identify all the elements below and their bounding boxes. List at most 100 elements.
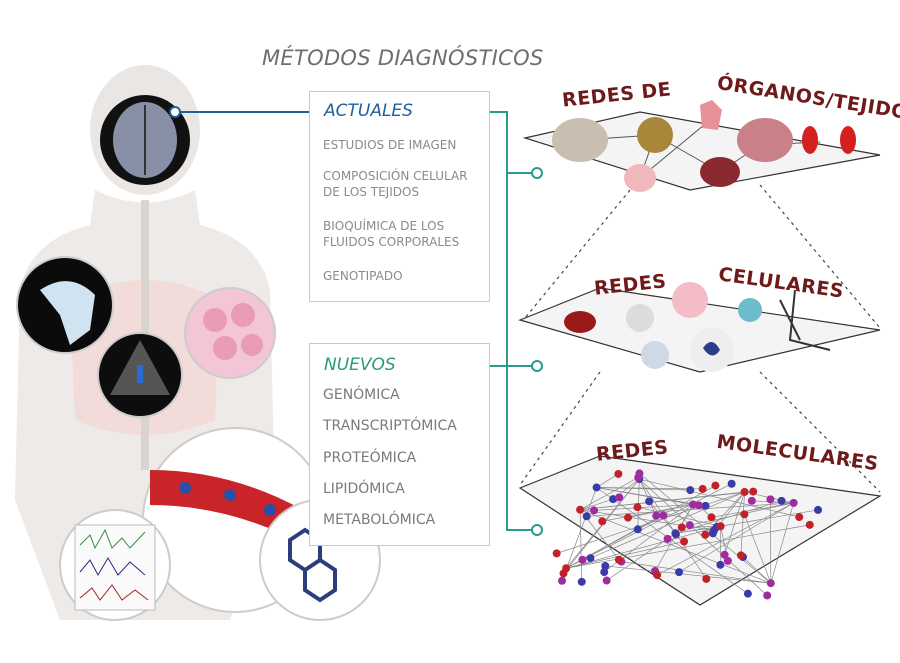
tissue-histology-image: [184, 287, 276, 379]
molecule-edge: [579, 509, 771, 584]
page-title: MÉTODOS DIAGNÓSTICOS: [262, 46, 544, 70]
molecule-node: [763, 591, 772, 600]
molecule-node: [686, 486, 695, 495]
current-method-item: BIOQUÍMICA DE LOS FLUIDOS CORPORALES: [323, 219, 460, 249]
molecule-node: [659, 511, 668, 520]
molecule-edge: [621, 561, 771, 584]
molecule-node: [586, 554, 595, 563]
molecule-node: [558, 576, 567, 585]
molecule-edge: [740, 491, 745, 556]
molecule-node: [723, 556, 732, 565]
cells-network-plane: [518, 287, 881, 373]
current-connector-dot: [169, 106, 181, 118]
cell-icons: [564, 282, 831, 372]
molecule-node: [777, 496, 786, 505]
molecule-node: [707, 513, 716, 522]
current-method-item: GENOTIPADO: [323, 269, 403, 283]
molecule-node: [749, 487, 758, 496]
molecule-node: [716, 560, 725, 569]
molecule-node: [624, 513, 633, 522]
current-methods-box: [309, 91, 490, 302]
molecule-node: [552, 549, 561, 558]
current-method-item: COMPOSICIÓN CELULAR DE LOS TEJIDOS: [323, 169, 468, 199]
molecule-edge: [627, 504, 694, 518]
molecule-node: [590, 506, 599, 515]
molecule-edge: [594, 504, 694, 511]
molecule-edge: [638, 478, 676, 534]
chromatogram-image: [59, 509, 171, 621]
molecule-node: [766, 495, 775, 504]
molecule-node: [708, 529, 717, 538]
new-methods-heading: NUEVOS: [322, 355, 398, 375]
molecule-edge: [638, 478, 657, 516]
molecule-edge: [724, 491, 745, 555]
molecule-node: [740, 487, 749, 496]
molecule-node: [701, 501, 710, 510]
molecule-node: [736, 551, 745, 560]
molecule-node: [614, 469, 623, 478]
molecule-node: [653, 571, 662, 580]
molecule-node: [576, 505, 585, 514]
molecule-edge: [596, 473, 619, 488]
new-method-item: GENÓMICA: [323, 387, 400, 403]
molecule-edge: [744, 514, 772, 584]
molecule-edge: [639, 473, 772, 584]
molecule-node: [592, 483, 601, 492]
molecule-edge: [596, 487, 694, 505]
brain-mri-image: [100, 95, 190, 185]
molecule-node: [598, 517, 607, 526]
molecule-edge: [579, 477, 639, 511]
current-methods-heading: ACTUALES: [322, 101, 415, 121]
molecule-node: [720, 550, 729, 559]
molecule-edge: [565, 483, 732, 569]
molecule-edge: [605, 565, 771, 584]
molecule-node: [600, 568, 609, 577]
molecule-edge: [596, 487, 691, 491]
molecule-node: [747, 496, 756, 505]
molecule-node: [671, 529, 680, 538]
molecule-node: [609, 495, 618, 504]
molecule-node: [805, 520, 814, 529]
molecule-edge: [590, 491, 745, 559]
molecule-edge: [606, 533, 676, 581]
molecule-node: [602, 576, 611, 585]
new-method-item: TRANSCRIPTÓMICA: [323, 418, 457, 434]
molecule-node: [716, 522, 725, 531]
molecular-network: [552, 469, 823, 600]
new-method-item: PROTEÓMICA: [323, 450, 417, 466]
molecule-edge: [563, 478, 640, 574]
new-method-item: LIPIDÓMICA: [323, 481, 405, 497]
molecule-node: [663, 534, 672, 543]
molecule-node: [615, 493, 624, 502]
molecule-node: [652, 511, 661, 520]
molecule-node: [711, 481, 720, 490]
shoulder-xray-image: [16, 256, 114, 354]
molecule-edge: [720, 509, 819, 527]
organ-icons: [552, 100, 856, 192]
molecule-node: [702, 574, 711, 583]
molecule-node: [633, 503, 642, 512]
molecule-edge: [566, 541, 685, 569]
new-method-item: METABOLÓMICA: [323, 512, 436, 528]
molecule-node: [740, 510, 749, 519]
molecule-node: [582, 512, 591, 521]
molecule-edge: [711, 502, 794, 518]
molecule-edge: [639, 478, 800, 518]
molecule-node: [743, 589, 752, 598]
molecule-edge: [556, 491, 745, 554]
molecule-node: [727, 479, 736, 488]
molecule-node: [814, 505, 823, 514]
molecule-edge: [656, 502, 794, 576]
echocardiogram-image: [97, 332, 183, 418]
molecule-node: [698, 484, 707, 493]
molecule-node: [578, 555, 587, 564]
molecule-node: [614, 555, 623, 564]
molecule-node: [766, 579, 775, 588]
molecule-node: [601, 561, 610, 570]
molecule-node: [675, 568, 684, 577]
molecules-connector-dot: [531, 524, 543, 536]
molecule-edge: [566, 524, 810, 569]
organs-connector-dot: [531, 167, 543, 179]
molecule-node: [559, 569, 568, 578]
